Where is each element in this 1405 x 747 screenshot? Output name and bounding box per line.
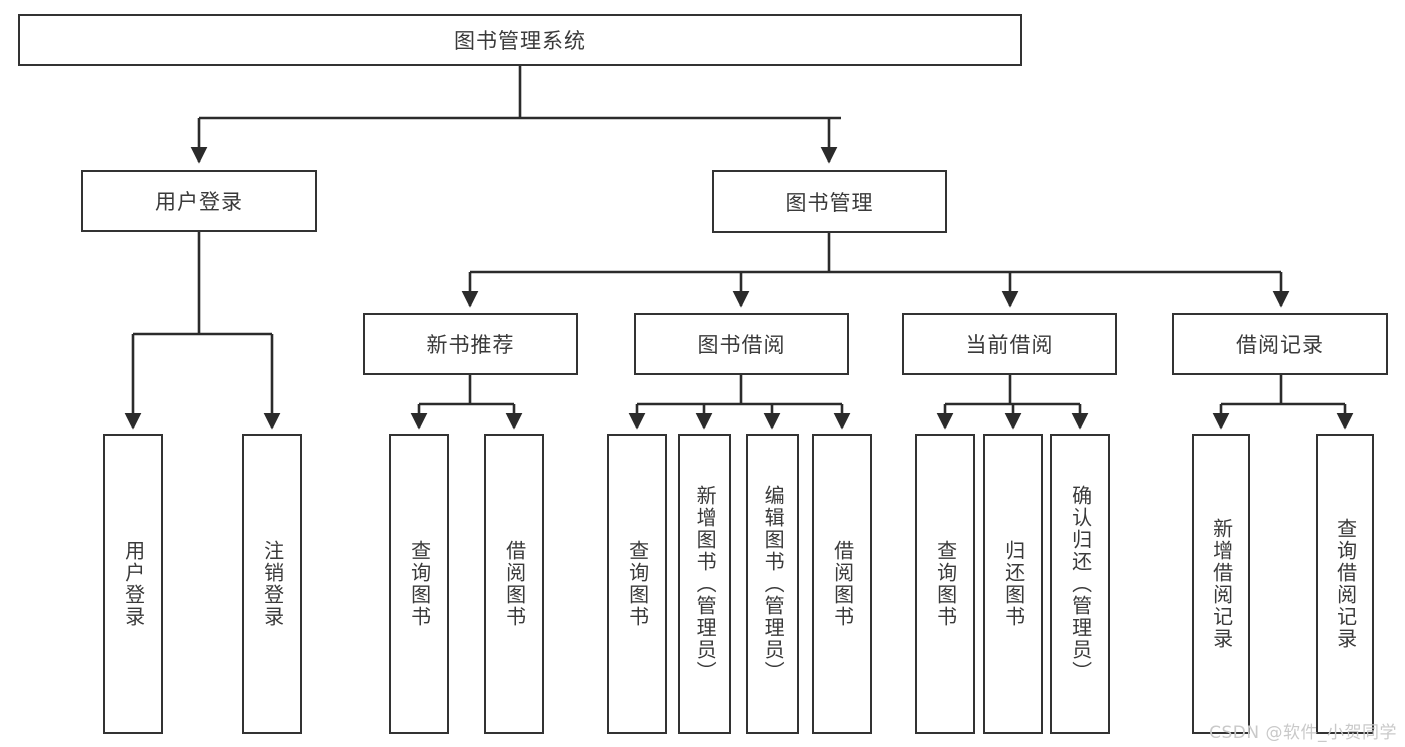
leaf-label: 新增借阅记录 [1209,518,1234,650]
leaf-borrow-borrow-book[interactable]: 借阅图书 [812,434,872,734]
leaf-label: 查询图书 [625,540,650,628]
leaf-label: 新增图书（管理员） [693,485,718,683]
watermark: CSDN @软件_小贺同学 [1209,723,1397,743]
leaf-user-login-logout[interactable]: 注销登录 [242,434,302,734]
leaf-label: 归还图书 [1001,540,1026,628]
node-root[interactable]: 图书管理系统 [18,14,1022,66]
leaf-current-confirm-return[interactable]: 确认归还（管理员） [1050,434,1110,734]
leaf-user-login-login[interactable]: 用户登录 [103,434,163,734]
node-new-book-recommend[interactable]: 新书推荐 [363,313,578,375]
leaf-new-book-query[interactable]: 查询图书 [389,434,449,734]
leaf-label: 查询借阅记录 [1333,518,1358,650]
node-current-borrow[interactable]: 当前借阅 [902,313,1117,375]
node-user-login[interactable]: 用户登录 [81,170,317,232]
leaf-label: 借阅图书 [502,540,527,628]
leaf-new-book-borrow[interactable]: 借阅图书 [484,434,544,734]
node-book-management[interactable]: 图书管理 [712,170,947,233]
leaf-label: 确认归还（管理员） [1068,485,1093,683]
leaf-borrow-add-book[interactable]: 新增图书（管理员） [678,434,731,734]
leaf-borrow-query-book[interactable]: 查询图书 [607,434,667,734]
node-book-borrow[interactable]: 图书借阅 [634,313,849,375]
leaf-record-add[interactable]: 新增借阅记录 [1192,434,1250,734]
leaf-label: 编辑图书（管理员） [761,485,786,683]
leaf-label: 查询图书 [933,540,958,628]
leaf-label: 查询图书 [407,540,432,628]
leaf-borrow-edit-book[interactable]: 编辑图书（管理员） [746,434,799,734]
leaf-current-return-book[interactable]: 归还图书 [983,434,1043,734]
leaf-label: 用户登录 [121,540,146,628]
leaf-label: 借阅图书 [830,540,855,628]
node-borrow-record[interactable]: 借阅记录 [1172,313,1388,375]
leaf-current-query-book[interactable]: 查询图书 [915,434,975,734]
leaf-record-query[interactable]: 查询借阅记录 [1316,434,1374,734]
leaf-label: 注销登录 [260,540,285,628]
